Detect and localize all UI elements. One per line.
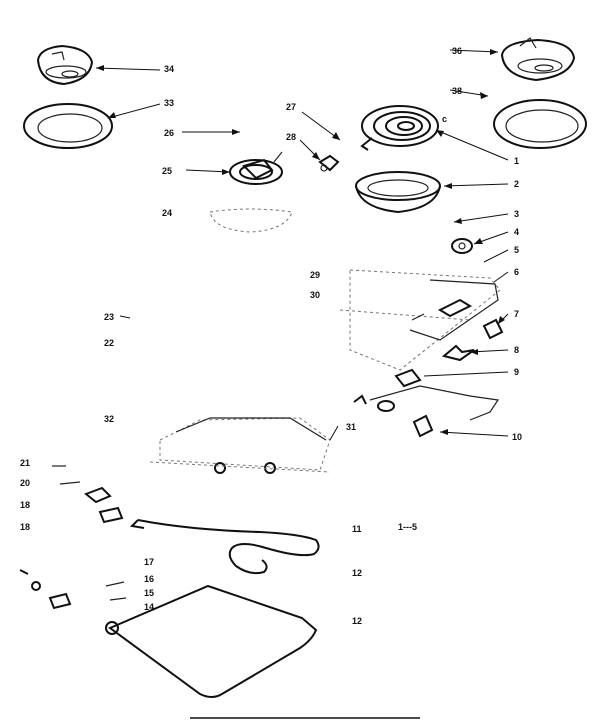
part-2-reflector-bowl: [355, 171, 441, 214]
label-15: 15: [144, 588, 154, 598]
label-stray: 1---5: [398, 522, 417, 532]
part-38-trim-ring: [493, 99, 587, 149]
label-31: 31: [346, 422, 356, 432]
label-7: 7: [514, 309, 519, 319]
label-2: 2: [514, 179, 519, 189]
label-36: 36: [452, 46, 462, 56]
label-11: 11: [352, 524, 362, 534]
part-4-knob: [451, 238, 473, 254]
label-c: c: [442, 114, 447, 124]
part-31-screw: [353, 394, 367, 405]
part-28-terminal: [318, 154, 340, 172]
label-24: 24: [162, 208, 172, 218]
part-7-knob: [482, 318, 504, 340]
label-17: 17: [144, 557, 154, 567]
label-12a: 12: [352, 568, 362, 578]
label-33: 33: [164, 98, 174, 108]
label-3: 3: [514, 209, 519, 219]
label-8: 8: [514, 345, 519, 355]
label-18a: 18: [20, 500, 30, 510]
leader-lines: [95, 49, 509, 441]
label-29: 29: [310, 270, 320, 280]
label-4: 4: [514, 227, 519, 237]
part-12-broil-element: [105, 584, 318, 698]
part-6-control-panel: [409, 279, 499, 341]
part-34-drip-pan-small: [36, 44, 94, 86]
label-18b: 18: [20, 522, 30, 532]
part-33-trim-ring: [23, 103, 113, 149]
label-34: 34: [164, 64, 174, 74]
label-28: 28: [286, 132, 296, 142]
label-32: 32: [104, 414, 114, 424]
part-10-bracket: [412, 414, 434, 438]
label-25: 25: [162, 166, 172, 176]
part-24-bowl: [209, 208, 293, 233]
label-16: 16: [144, 574, 154, 584]
label-30: 30: [310, 290, 320, 300]
part-36-drip-pan: [500, 37, 576, 82]
part-12-bake-element: [129, 519, 320, 575]
part-9-switch: [369, 368, 500, 421]
label-5: 5: [514, 245, 519, 255]
label-23: 23: [104, 312, 114, 322]
label-26: 26: [164, 128, 174, 138]
label-1: 1: [514, 156, 519, 166]
label-9: 9: [514, 367, 519, 377]
label-22: 22: [104, 338, 114, 348]
hardware-cluster: [19, 465, 127, 610]
label-10: 10: [512, 432, 522, 442]
label-27: 27: [286, 102, 296, 112]
label-12b: 12: [352, 616, 362, 626]
label-6: 6: [514, 267, 519, 277]
label-38: 38: [452, 86, 462, 96]
oven-panel: [149, 417, 331, 474]
part-25-small-element: [229, 151, 283, 185]
part-8-bracket: [441, 344, 475, 362]
part-1-surface-element: [360, 105, 439, 151]
label-20: 20: [20, 478, 30, 488]
label-21: 21: [20, 458, 30, 468]
label-14: 14: [144, 602, 154, 612]
